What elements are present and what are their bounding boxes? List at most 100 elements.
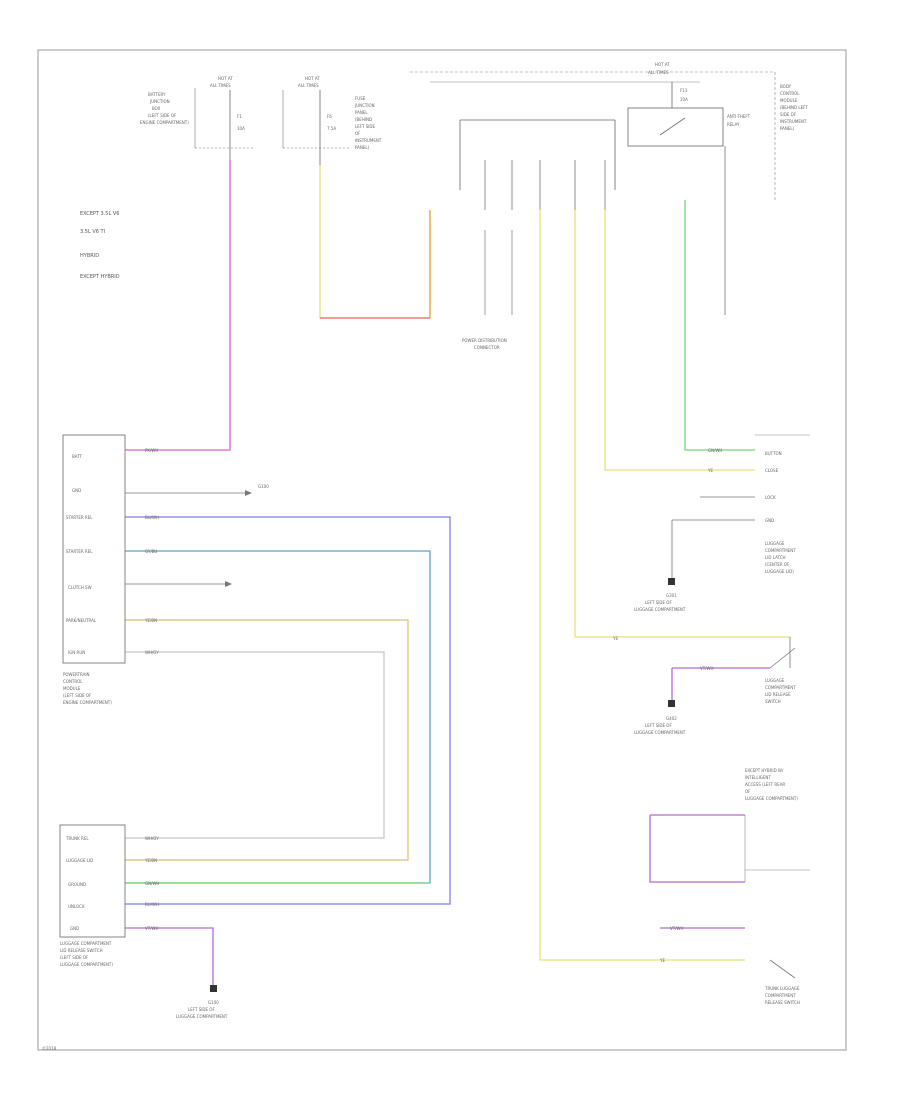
ground-label: LUGGAGE COMPARTMENT	[634, 607, 686, 612]
pcm-pin: BATT	[72, 454, 83, 459]
right-module-label: SWITCH	[765, 699, 781, 704]
rear-latch-label: TRUNK LUGGAGE	[764, 986, 800, 991]
ground-label: G402	[666, 716, 677, 721]
source-desc: BOX	[152, 106, 161, 111]
source-battery-junction: HOT AT ALL TIMES BATTERY JUNCTION BOX (L…	[140, 76, 255, 160]
wires	[125, 146, 790, 985]
right-module-label: LUGGAGE	[765, 541, 785, 546]
rear-latch-label: RELEASE SWITCH	[765, 1000, 800, 1005]
wire-label: YE/BN	[144, 858, 157, 863]
wire-label: YE	[659, 958, 665, 963]
wire-label: VT/WH	[145, 926, 159, 931]
source-desc: (BEHIND	[355, 117, 372, 122]
ground-label: LUGGAGE COMPARTMENT	[176, 1014, 228, 1019]
switch-pin: TRUNK REL	[65, 836, 89, 841]
switch-pin: GROUND	[68, 882, 86, 887]
pcm-label: POWERTRAIN	[63, 672, 90, 677]
wire-label: GY/BU	[145, 549, 157, 554]
source-desc: FUSE	[355, 96, 366, 101]
source-desc: MODULE	[780, 98, 798, 103]
rear-note: EXCEPT HYBRID W/	[745, 768, 784, 773]
pcm-pin: STARTER REL	[66, 515, 93, 520]
fuse-amps: 7.5A	[327, 126, 336, 131]
wire-label: YE	[612, 636, 618, 641]
wire-green-right	[684, 200, 755, 451]
wire-label: YE	[707, 468, 713, 473]
legend-item: EXCEPT HYBRID	[80, 274, 120, 280]
source-desc: OF	[355, 131, 361, 136]
gnd-dest: G100	[258, 484, 269, 489]
source-desc: PANEL)	[780, 126, 795, 131]
wire-label: BU/WH	[145, 515, 159, 520]
right-pin: GND	[765, 518, 774, 523]
source-desc: INSTRUMENT	[780, 119, 807, 124]
switch-label: LUGGAGE COMPARTMENT)	[60, 962, 113, 967]
luggage-compartment-switch: TRUNK REL LUGGAGE LID GROUND UNLOCK GND …	[59, 824, 126, 967]
pcm-pin: GND	[72, 488, 81, 493]
switch-label: LID RELEASE SWITCH	[60, 948, 103, 953]
source-desc: BATTERY	[148, 92, 166, 97]
ground-g301	[668, 578, 675, 585]
center-connector-block: POWER DISTRIBUTION CONNECTOR	[459, 119, 616, 350]
source-hot-label: ALL TIMES	[298, 83, 319, 88]
ground-label: G301	[666, 593, 677, 598]
wire-label: VT/WH	[700, 666, 714, 671]
switch-pin: GND	[70, 926, 79, 931]
pcm-pin: CLUTCH SW	[68, 585, 92, 590]
wire-violet-gnd	[125, 927, 214, 985]
right-module-label: LID RELEASE	[765, 692, 791, 697]
wire-blue	[125, 516, 451, 905]
right-module-label: COMPARTMENT	[765, 685, 796, 690]
source-desc: (LEFT SIDE OF	[148, 113, 177, 118]
relay-label: RELAY	[727, 122, 740, 127]
legend-item: EXCEPT 3.5L V6	[80, 211, 119, 217]
right-module-label: LUGGAGE LID)	[765, 569, 794, 574]
pcm-pin: IGN RUN	[68, 650, 85, 655]
pcm-label: CONTROL	[63, 679, 83, 684]
ground-label: LEFT SIDE OF	[645, 723, 672, 728]
source-desc: ENGINE COMPARTMENT)	[140, 120, 189, 125]
ground-g402	[668, 700, 675, 707]
source-desc: LEFT SIDE	[355, 124, 376, 129]
switch-pin: LUGGAGE LID	[66, 858, 93, 863]
legend-item: 3.5L V6 TI	[80, 229, 105, 235]
pcm-pin: STARTER REL	[66, 549, 93, 554]
powertrain-control-module: BATT GND STARTER REL STARTER REL CLUTCH …	[62, 434, 269, 705]
source-desc: (BEHIND LEFT	[780, 105, 808, 110]
wire-pink	[125, 160, 231, 451]
legend: EXCEPT 3.5L V6 3.5L V6 TI HYBRID EXCEPT …	[80, 211, 120, 280]
wire-yellow-loop	[319, 165, 431, 319]
switch-label: LUGGAGE COMPARTMENT	[60, 941, 112, 946]
wire-label: YE/BN	[144, 618, 157, 623]
ground-label: LEFT SIDE OF	[645, 600, 672, 605]
wire-yellow-right	[574, 210, 790, 638]
fuse-label: F13	[680, 88, 688, 93]
wire-label: WH/GY	[145, 650, 159, 655]
wire-yellow-right2	[604, 210, 755, 471]
wire-olive	[125, 619, 409, 861]
wire-yellow-center	[539, 210, 745, 961]
source-hot-label: ALL TIMES	[648, 70, 669, 75]
rear-note: ACCESS (LEFT REAR	[745, 782, 785, 787]
source-hot-label: ALL TIMES	[210, 83, 231, 88]
source-hot-label: HOT AT	[218, 76, 233, 81]
right-module-label: LUGGAGE	[765, 678, 785, 683]
source-desc: CONTROL	[780, 91, 800, 96]
source-desc: INSTRUMENT	[355, 138, 382, 143]
ground-g100: G100 LEFT SIDE OF LUGGAGE COMPARTMENT	[176, 985, 228, 1019]
fuse-label: F1	[237, 114, 242, 119]
source-desc: JUNCTION	[354, 103, 375, 108]
wire-label: GN/WH	[145, 881, 159, 886]
right-module-label: COMPARTMENT	[765, 548, 796, 553]
rear-note: LUGGAGE COMPARTMENT)	[745, 796, 798, 801]
ground-center-label: CONNECTOR	[474, 345, 500, 350]
right-pin: CLOSE	[765, 468, 779, 473]
source-desc: PANEL)	[355, 145, 370, 150]
rear-note: INTELLIGENT	[745, 775, 771, 780]
wire-label: BU/WH	[145, 902, 159, 907]
legend-item: HYBRID	[80, 253, 99, 259]
anti-theft-relay	[627, 107, 724, 147]
switch-pin: UNLOCK	[68, 904, 85, 909]
ground-center-label: POWER DISTRIBUTION	[462, 338, 507, 343]
